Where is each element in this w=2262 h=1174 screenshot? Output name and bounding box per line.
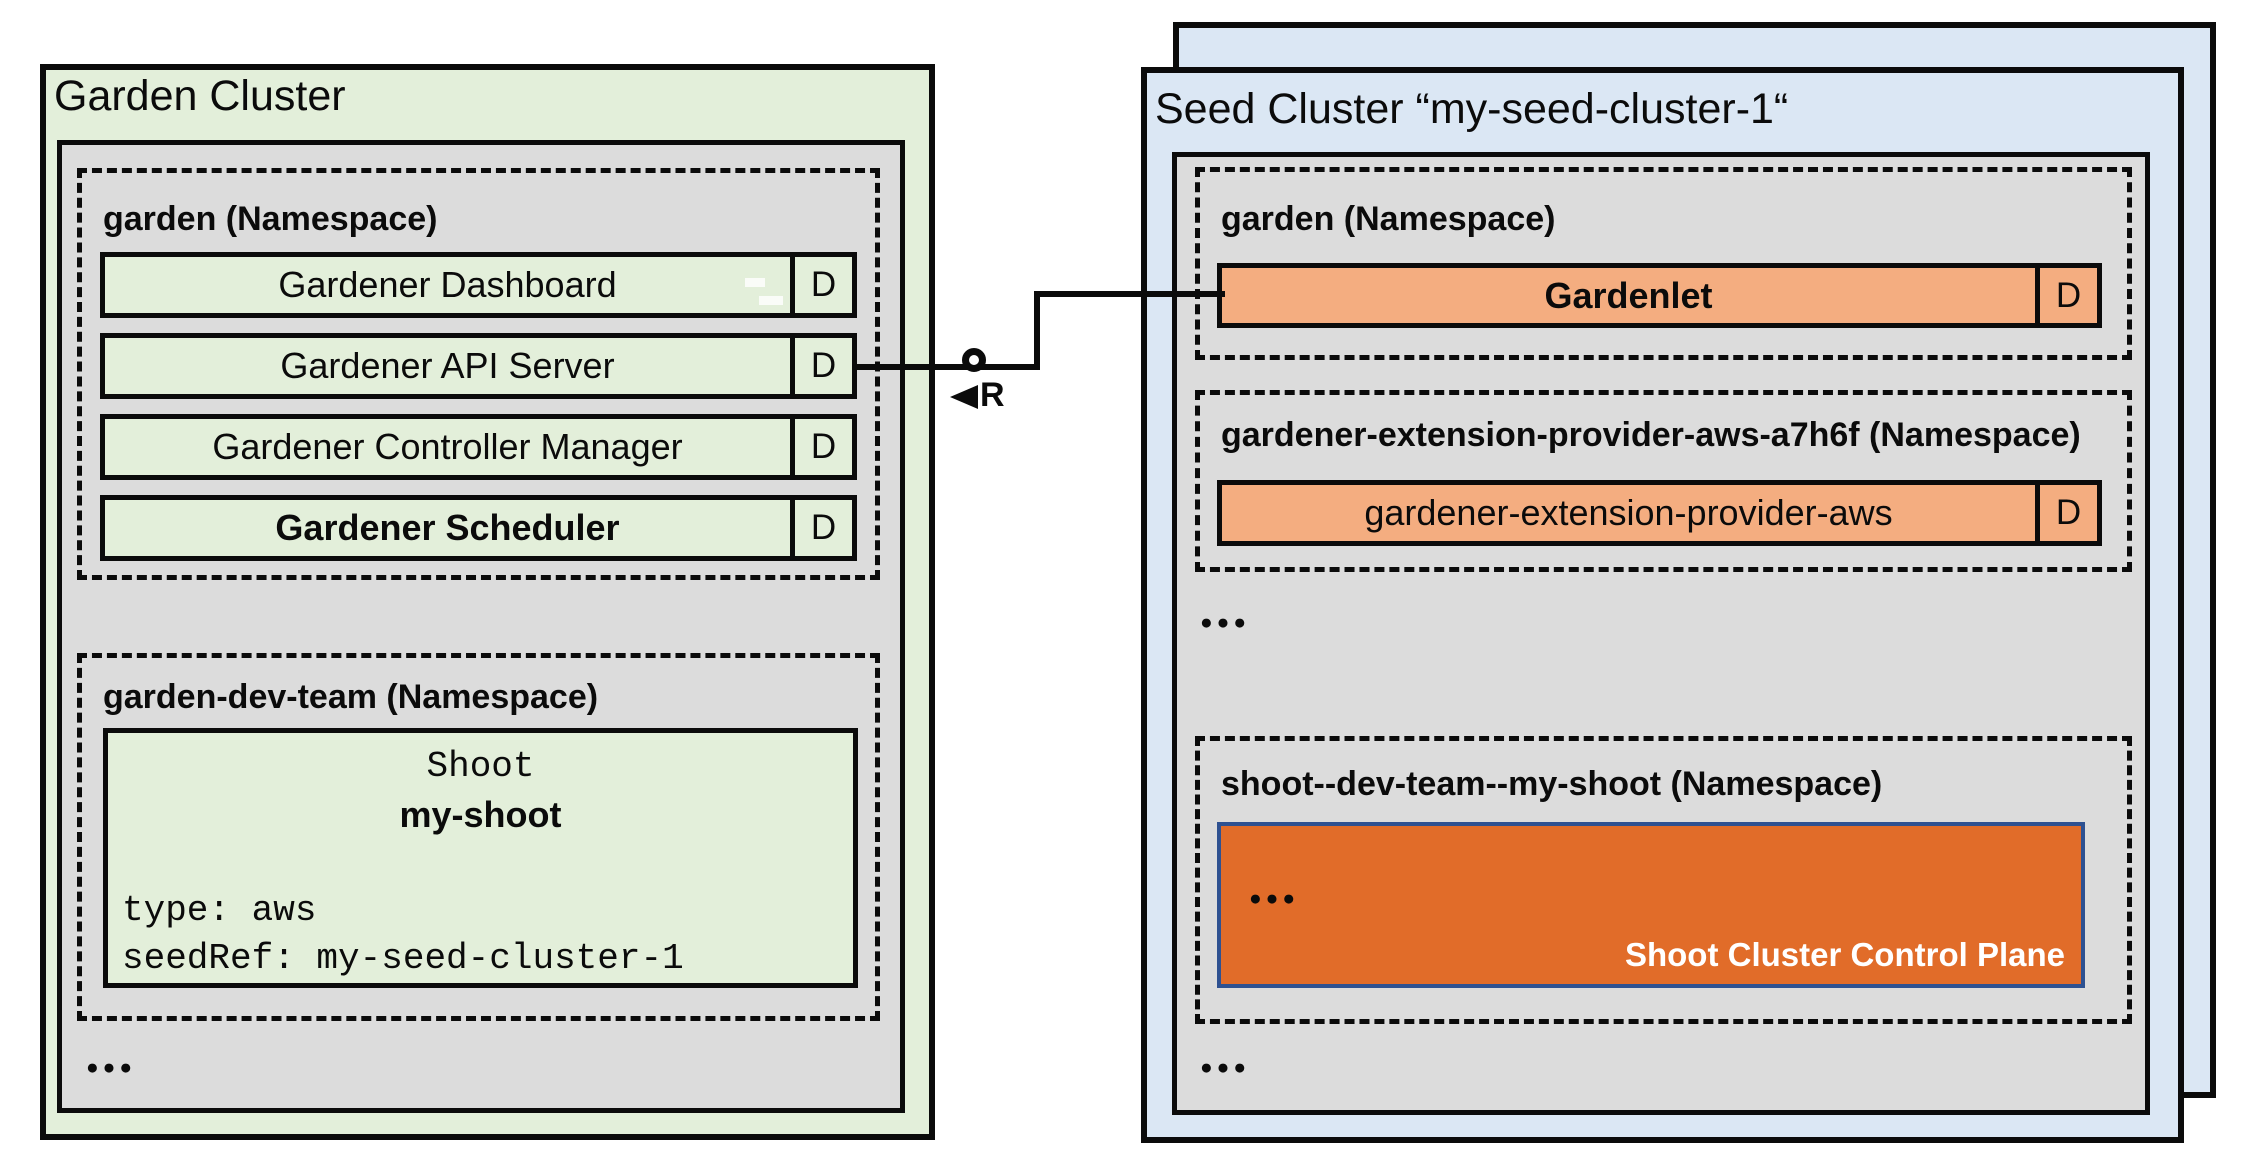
shoot-resource-box: Shoot my-shoot type: aws seedRef: my-see… (103, 728, 858, 988)
seed-extension-namespace-box: gardener-extension-provider-aws-a7h6f (N… (1195, 390, 2132, 572)
garden-cluster-title: Garden Cluster (54, 72, 346, 120)
component-label: Gardener Scheduler (275, 507, 620, 548)
connector-line-vertical (1034, 291, 1040, 370)
deployment-badge: D (2035, 268, 2097, 323)
shoot-spec-type: type: aws (122, 890, 317, 931)
shoot-name: my-shoot (399, 794, 562, 835)
watch-arrow-left-icon (950, 385, 978, 409)
shoot-spec-seedref: seedRef: my-seed-cluster-1 (122, 938, 684, 979)
artifact-dashes (759, 296, 783, 305)
seed-garden-namespace-box: garden (Namespace) Gardenlet D (1195, 167, 2132, 360)
connector-circle-endpoint (962, 348, 986, 372)
control-plane-ellipsis: ●●● (1249, 887, 1300, 910)
deployment-badge: D (790, 500, 852, 556)
deployment-badge: D (2035, 485, 2097, 541)
connector-line-horizontal-right (1034, 291, 1225, 297)
connector-line-horizontal-left (855, 364, 1037, 370)
seed-extension-namespace-title: gardener-extension-provider-aws-a7h6f (N… (1221, 416, 2081, 454)
seed-cluster-box: Seed Cluster “my-seed-cluster-1“ garden … (1141, 67, 2184, 1143)
garden-dev-team-namespace-box: garden-dev-team (Namespace) Shoot my-sho… (77, 653, 880, 1021)
garden-cluster-box: Garden Cluster garden (Namespace) Garden… (40, 64, 935, 1140)
component-gardener-scheduler: Gardener Scheduler D (100, 495, 857, 561)
seed-shoot-namespace-box: shoot--dev-team--my-shoot (Namespace) ●●… (1195, 736, 2132, 1024)
component-gardener-controller-manager: Gardener Controller Manager D (100, 414, 857, 480)
seed-cluster-title: Seed Cluster “my-seed-cluster-1“ (1155, 85, 1789, 133)
control-plane-label: Shoot Cluster Control Plane (1624, 936, 2065, 973)
component-gardener-dashboard: Gardener Dashboard D (100, 252, 857, 318)
seed-garden-namespace-title: garden (Namespace) (1221, 200, 1556, 238)
shoot-cluster-control-plane-box: ●●● Shoot Cluster Control Plane (1217, 822, 2085, 988)
artifact-dashes (745, 278, 765, 287)
component-gardener-api-server: Gardener API Server D (100, 333, 857, 399)
component-label: gardener-extension-provider-aws (1364, 492, 1893, 533)
deployment-badge: D (790, 338, 852, 394)
garden-namespace-box: garden (Namespace) Gardener Dashboard D … (77, 168, 880, 580)
garden-more-ellipsis: ●●● (86, 1056, 137, 1079)
seed-bottom-ellipsis: ●●● (1200, 1056, 1251, 1079)
seed-shoot-namespace-title: shoot--dev-team--my-shoot (Namespace) (1221, 765, 1883, 803)
deployment-badge: D (790, 257, 852, 313)
seed-cluster-inner-box: garden (Namespace) Gardenlet D gardener-… (1172, 152, 2150, 1115)
seed-more-namespaces-ellipsis: ●●● (1200, 611, 1251, 634)
deployment-badge: D (790, 419, 852, 475)
component-label: Gardener Dashboard (278, 264, 617, 305)
component-label: Gardener API Server (280, 345, 615, 386)
component-gardener-extension-provider-aws: gardener-extension-provider-aws D (1217, 480, 2102, 546)
component-label: Gardener Controller Manager (212, 426, 683, 467)
garden-cluster-inner-box: garden (Namespace) Gardener Dashboard D … (57, 140, 905, 1113)
garden-namespace-title: garden (Namespace) (103, 200, 438, 238)
component-gardenlet: Gardenlet D (1217, 263, 2102, 328)
connector-r-label: R (980, 376, 1005, 414)
shoot-kind: Shoot (426, 746, 535, 787)
component-label: Gardenlet (1544, 274, 1713, 316)
garden-dev-team-namespace-title: garden-dev-team (Namespace) (103, 678, 599, 716)
